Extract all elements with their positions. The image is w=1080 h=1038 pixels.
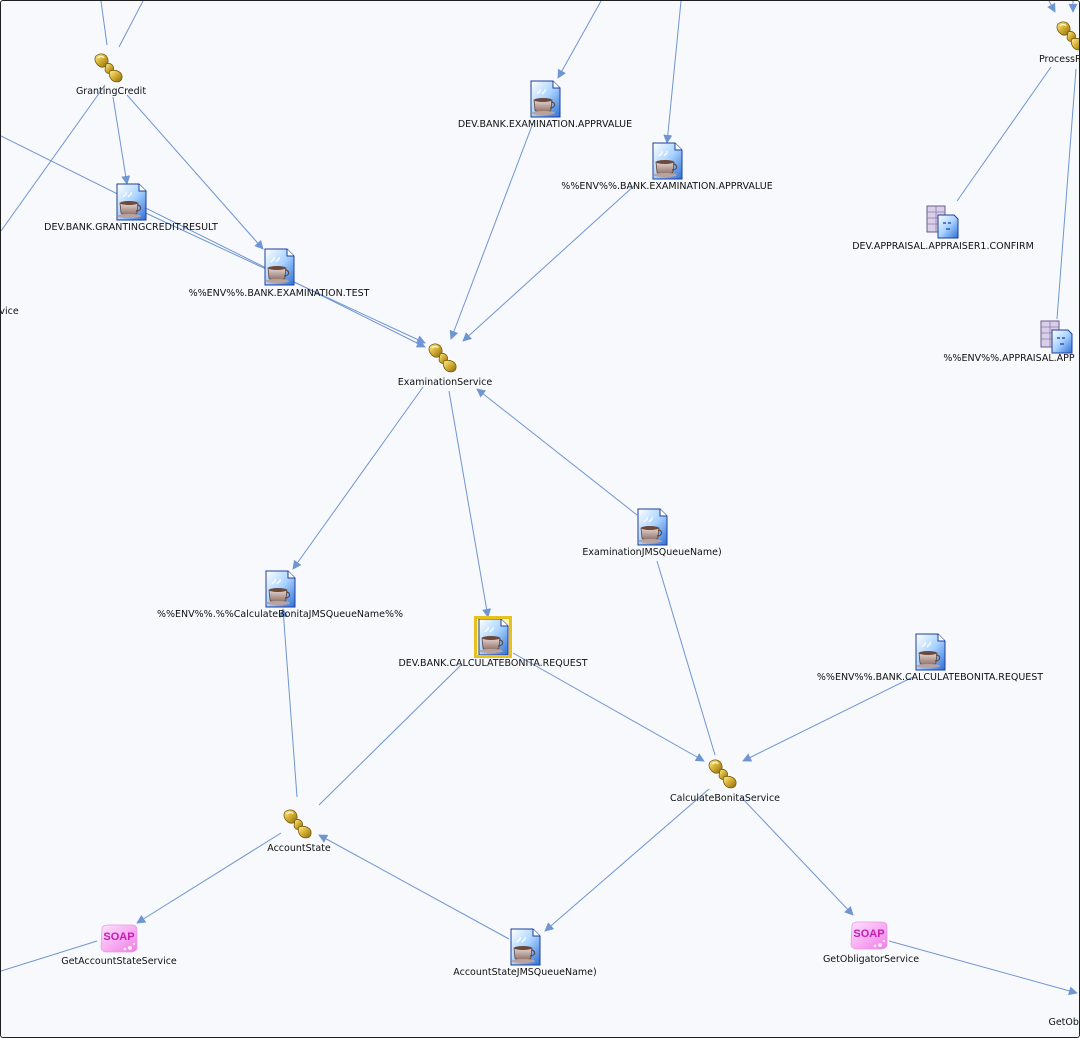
node-label[interactable]: DEV.APPRAISAL.APPRAISER1.CONFIRM bbox=[852, 241, 1034, 252]
jms-queue-document-icon[interactable] bbox=[650, 142, 684, 180]
edge bbox=[136, 832, 282, 924]
jms-queue-document-icon[interactable] bbox=[635, 508, 669, 546]
edge bbox=[742, 676, 914, 762]
soap-service-icon[interactable]: SOAP bbox=[849, 920, 889, 952]
database-table-icon[interactable] bbox=[1040, 320, 1074, 354]
jms-queue-document-icon[interactable] bbox=[913, 633, 947, 671]
node-label[interactable]: GetObl bbox=[1048, 1017, 1080, 1028]
node-label[interactable]: vice bbox=[0, 306, 19, 317]
edge bbox=[292, 386, 424, 570]
edge bbox=[118, 1, 144, 48]
node-label[interactable]: AccountStateJMSQueueName) bbox=[453, 967, 597, 978]
soap-service-icon[interactable]: SOAP bbox=[99, 923, 139, 955]
edge bbox=[1056, 68, 1077, 320]
jms-queue-document-icon[interactable] bbox=[262, 248, 296, 286]
jms-queue-document-icon[interactable] bbox=[474, 616, 512, 658]
node-label[interactable]: ExaminationJMSQueueName) bbox=[582, 547, 722, 558]
edge bbox=[112, 96, 131, 185]
node-label[interactable]: CalculateBonitaService bbox=[669, 793, 781, 804]
edge bbox=[1, 84, 106, 232]
soap-label: SOAP bbox=[853, 928, 884, 940]
node-label[interactable]: AccountState bbox=[267, 843, 331, 854]
edge bbox=[449, 122, 534, 340]
node-label[interactable]: GetObligatorService bbox=[822, 954, 920, 965]
edge bbox=[462, 184, 636, 342]
jms-queue-document-icon[interactable] bbox=[114, 183, 148, 221]
node-label[interactable]: %%ENV%%.APPRAISAL.APP bbox=[943, 353, 1075, 364]
node-label[interactable]: DEV.BANK.CALCULATEBONITA.REQUEST bbox=[398, 658, 588, 669]
edge bbox=[476, 388, 638, 516]
edge bbox=[740, 796, 854, 916]
jms-queue-document-icon[interactable] bbox=[263, 570, 297, 608]
edge bbox=[557, 1, 602, 79]
node-label[interactable]: GrantingCredit bbox=[75, 86, 147, 97]
edge bbox=[956, 66, 1052, 202]
node-label[interactable]: DEV.BANK.EXAMINATION.APPRVALUE bbox=[457, 119, 633, 130]
service-bell-icon[interactable] bbox=[427, 340, 459, 374]
node-label[interactable]: ExaminationService bbox=[397, 377, 493, 388]
edge bbox=[544, 788, 710, 932]
edge bbox=[318, 834, 510, 940]
node-label[interactable]: %%ENV%%.BANK.CALCULATEBONITA.REQUEST bbox=[816, 672, 1044, 683]
edge bbox=[512, 652, 705, 762]
node-label[interactable]: ProcessRe bbox=[1038, 54, 1079, 65]
node-label[interactable]: %%ENV%%.%%CalculateBonitaJMSQueueName%% bbox=[156, 609, 404, 620]
service-bell-icon[interactable] bbox=[707, 756, 739, 790]
jms-queue-document-icon[interactable] bbox=[508, 928, 542, 966]
jms-queue-document-icon[interactable] bbox=[528, 80, 562, 118]
edge bbox=[448, 390, 492, 618]
service-bell-icon[interactable] bbox=[1055, 18, 1080, 52]
database-table-icon[interactable] bbox=[926, 205, 960, 239]
node-label[interactable]: DEV.BANK.GRANTINGCREDIT.RESULT bbox=[44, 222, 218, 233]
soap-label: SOAP bbox=[103, 931, 134, 943]
service-bell-icon[interactable] bbox=[282, 806, 314, 840]
node-label[interactable]: GetAccountStateService bbox=[61, 956, 177, 967]
node-label[interactable]: %%ENV%%.BANK.EXAMINATION.TEST bbox=[188, 288, 370, 299]
edge bbox=[656, 560, 716, 756]
edge bbox=[126, 94, 264, 250]
edge bbox=[318, 664, 462, 806]
edge bbox=[279, 608, 298, 798]
edge bbox=[888, 940, 1078, 996]
node-label[interactable]: %%ENV%%.BANK.EXAMINATION.APPRVALUE bbox=[561, 181, 773, 192]
edge bbox=[100, 1, 108, 46]
edge bbox=[1, 940, 98, 972]
service-bell-icon[interactable] bbox=[93, 50, 125, 84]
edge bbox=[1047, 1, 1056, 13]
edge bbox=[663, 1, 682, 144]
edge bbox=[1, 135, 426, 348]
